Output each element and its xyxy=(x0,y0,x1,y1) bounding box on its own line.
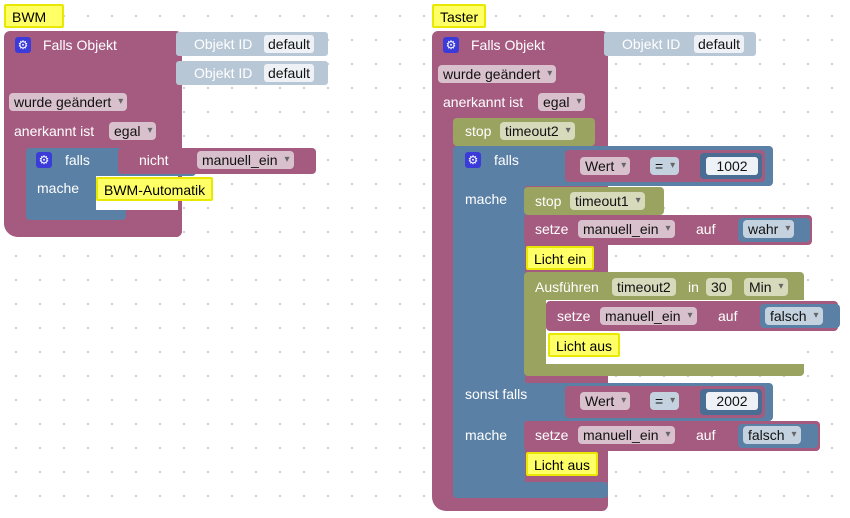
trigger-dropdown[interactable]: wurde geändert xyxy=(9,93,128,111)
set-var-dropdown-1[interactable]: manuell_ein xyxy=(578,220,675,238)
ack-label-right: anerkannt ist xyxy=(443,94,524,110)
event-label-right: Falls Objekt xyxy=(471,37,545,53)
operator-dropdown-1[interactable]: = xyxy=(650,157,680,175)
comment-licht-aus-2[interactable]: Licht aus xyxy=(526,452,599,476)
ack-label: anerkannt ist xyxy=(14,123,95,139)
not-label: nicht xyxy=(139,152,169,168)
variable-dropdown[interactable]: manuell_ein xyxy=(197,151,294,169)
object-id-label-2: Objekt ID xyxy=(194,65,253,81)
timeout1-dropdown[interactable]: timeout1 xyxy=(570,192,645,210)
gear-icon[interactable]: ⚙ xyxy=(443,37,459,53)
comment-bwm-automatik[interactable]: BWM-Automatik xyxy=(96,177,214,201)
ack-dropdown[interactable]: egal xyxy=(109,122,157,140)
if-elseif-block[interactable] xyxy=(453,146,525,498)
object-id-input-2[interactable]: default xyxy=(264,64,315,82)
do-label: mache xyxy=(37,180,80,196)
set-label-3: setze xyxy=(535,427,569,443)
gear-icon[interactable]: ⚙ xyxy=(36,152,52,168)
set-on-label-2: auf xyxy=(718,308,738,324)
comment-taster[interactable]: Taster xyxy=(432,4,487,28)
do-label-2: mache xyxy=(465,427,508,443)
execute-delay-input[interactable]: 30 xyxy=(706,278,732,296)
object-id-input-right[interactable]: default xyxy=(694,35,745,53)
compare-value-2[interactable]: 2002 xyxy=(706,392,758,410)
execute-in-label: in xyxy=(688,279,699,295)
set-value-dropdown-1[interactable]: wahr xyxy=(743,220,795,238)
gear-icon[interactable]: ⚙ xyxy=(465,152,481,168)
if-label: falls xyxy=(65,152,90,168)
wert-dropdown-1[interactable]: Wert xyxy=(580,157,631,175)
execute-timeout-name[interactable]: timeout2 xyxy=(612,278,676,296)
timeout2-dropdown[interactable]: timeout2 xyxy=(500,122,575,140)
stop-label-2: stop xyxy=(535,193,562,209)
object-id-label-right: Objekt ID xyxy=(622,36,681,52)
event-block-left-bottom xyxy=(4,221,182,237)
set-var-dropdown-3[interactable]: manuell_ein xyxy=(578,426,675,444)
set-on-label-1: auf xyxy=(696,221,716,237)
wert-dropdown-2[interactable]: Wert xyxy=(580,392,631,410)
comment-bwm[interactable]: BWM xyxy=(4,4,64,28)
if-block-bottom xyxy=(453,482,608,498)
execute-label: Ausführen xyxy=(535,279,599,295)
compare-value-1[interactable]: 1002 xyxy=(706,157,758,175)
set-label-2: setze xyxy=(557,308,591,324)
set-label-1: setze xyxy=(535,221,569,237)
set-var-dropdown-2[interactable]: manuell_ein xyxy=(600,307,697,325)
trigger-dropdown-right[interactable]: wurde geändert xyxy=(438,65,557,83)
stop-label-1: stop xyxy=(465,123,492,139)
ack-dropdown-right[interactable]: egal xyxy=(538,93,586,111)
comment-licht-ein[interactable]: Licht ein xyxy=(526,246,595,270)
comment-licht-aus-1[interactable]: Licht aus xyxy=(548,333,621,357)
do-label-1: mache xyxy=(465,191,508,207)
if-label-right: falls xyxy=(494,152,519,168)
set-on-label-3: auf xyxy=(696,427,716,443)
set-value-dropdown-2[interactable]: falsch xyxy=(765,307,823,325)
object-id-input-1[interactable]: default xyxy=(264,35,315,53)
set-value-dropdown-3[interactable]: falsch xyxy=(743,426,801,444)
operator-dropdown-2[interactable]: = xyxy=(650,392,680,410)
gear-icon[interactable]: ⚙ xyxy=(15,37,31,53)
object-id-label-1: Objekt ID xyxy=(194,36,253,52)
event-label: Falls Objekt xyxy=(43,37,117,53)
elseif-label: sonst falls xyxy=(465,386,528,402)
execute-unit-dropdown[interactable]: Min xyxy=(744,278,788,296)
